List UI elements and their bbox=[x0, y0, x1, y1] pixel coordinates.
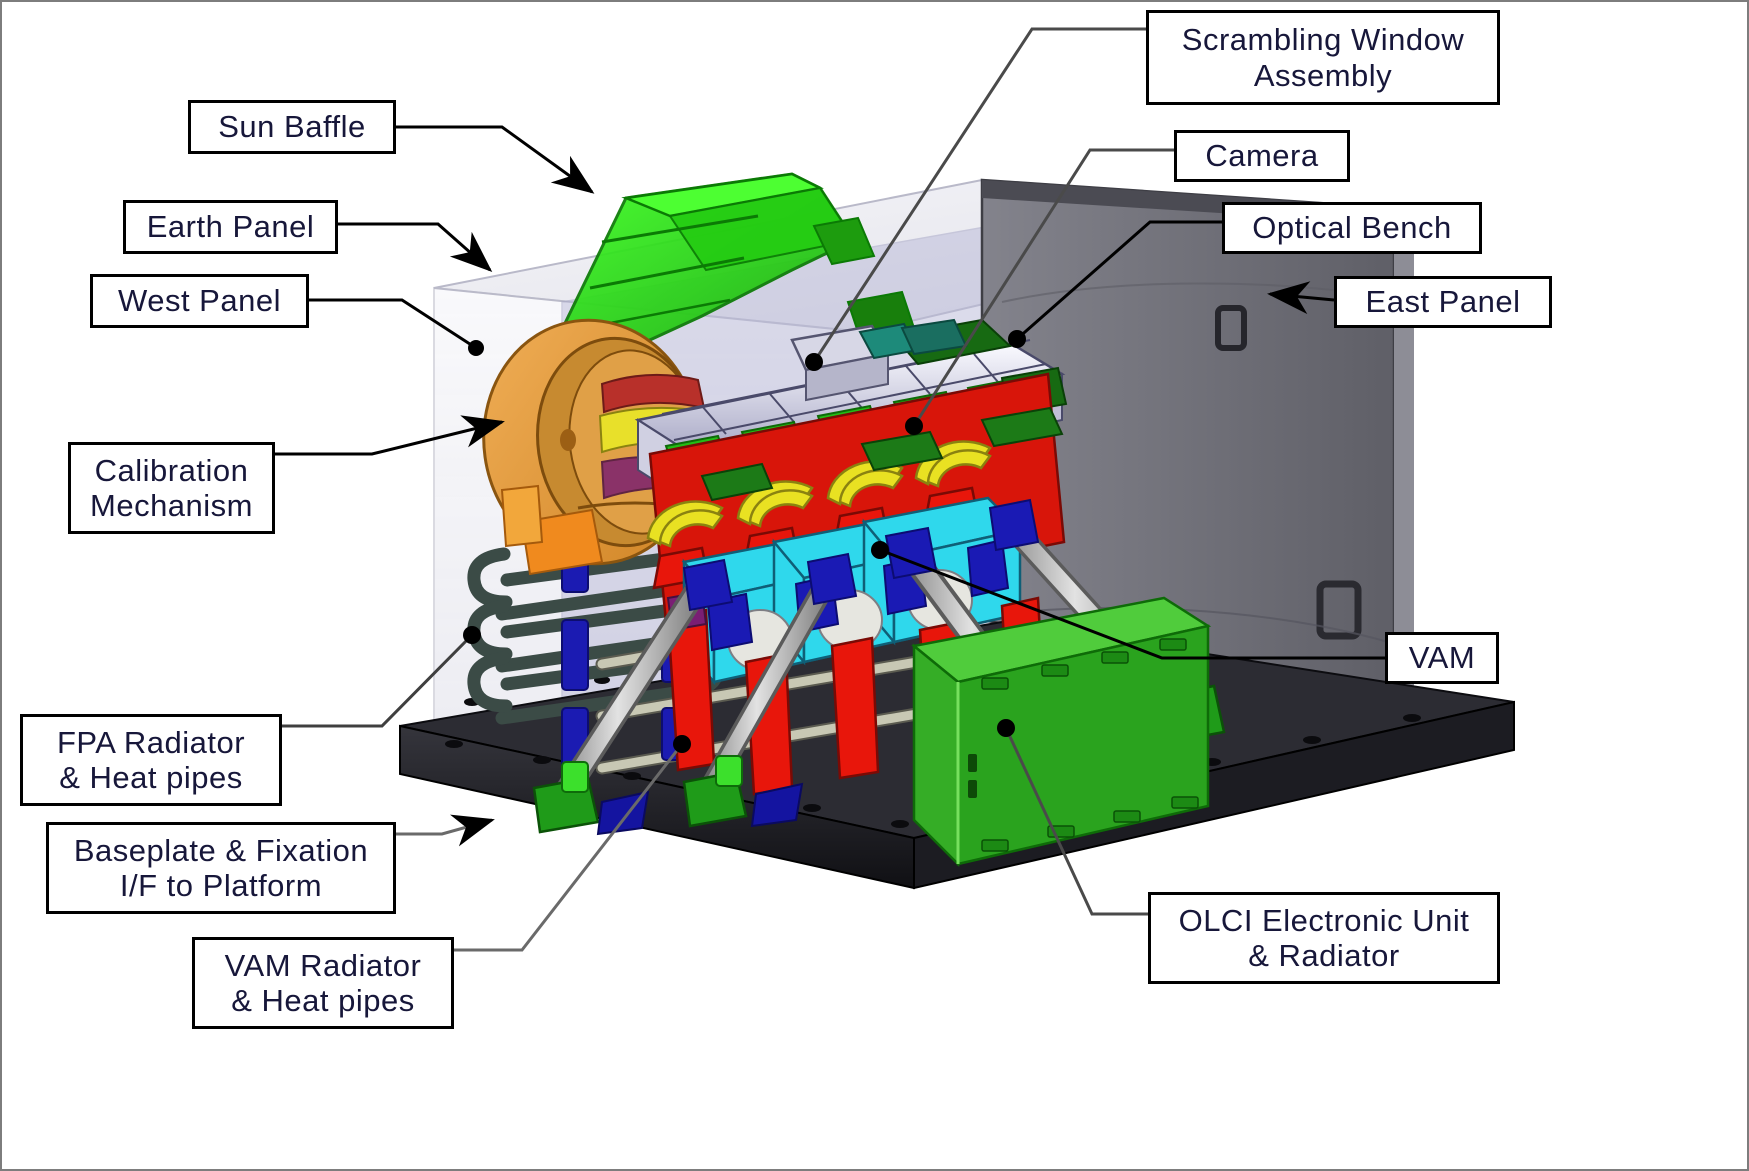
east-panel-cutout-upper bbox=[1215, 305, 1247, 351]
leader-lines bbox=[275, 27, 1385, 952]
callout-earth-panel[interactable]: Earth Panel bbox=[123, 200, 338, 254]
electronic-unit-connectors bbox=[968, 754, 977, 798]
callout-sun-baffle[interactable]: Sun Baffle bbox=[188, 100, 396, 154]
callout-vam-radiator[interactable]: VAM Radiator & Heat pipes bbox=[192, 937, 454, 1029]
scrambling-window-assembly bbox=[790, 318, 968, 402]
leader-sun-baffle bbox=[396, 125, 595, 194]
leader-earth-panel bbox=[338, 222, 493, 272]
east-panel-scribe-line bbox=[1001, 606, 1389, 643]
east-panel-cutout-lower bbox=[1316, 580, 1362, 640]
leader-east-panel bbox=[1267, 281, 1335, 315]
leader-camera bbox=[912, 148, 1174, 427]
baseplate-right-face bbox=[913, 700, 1515, 890]
leader-west-panel bbox=[309, 298, 477, 350]
callout-calibration-mechanism[interactable]: Calibration Mechanism bbox=[68, 442, 275, 534]
leader-calibration bbox=[275, 415, 505, 456]
leader-olci-electronic-unit bbox=[1004, 727, 1148, 916]
callout-east-panel[interactable]: East Panel bbox=[1334, 276, 1552, 328]
leader-vam-radiator bbox=[454, 743, 684, 952]
leader-baseplate bbox=[396, 814, 495, 847]
leader-scrambling-window bbox=[812, 27, 1146, 363]
leader-fpa-radiator bbox=[282, 633, 474, 728]
leader-optical-bench bbox=[1016, 220, 1222, 341]
callout-olci-electronic-unit[interactable]: OLCI Electronic Unit & Radiator bbox=[1148, 892, 1500, 984]
callout-fpa-radiator[interactable]: FPA Radiator & Heat pipes bbox=[20, 714, 282, 806]
callout-optical-bench[interactable]: Optical Bench bbox=[1222, 202, 1482, 254]
east-panel-pillar bbox=[1394, 208, 1414, 696]
callout-baseplate-fixation[interactable]: Baseplate & Fixation I/F to Platform bbox=[46, 822, 396, 914]
callout-camera[interactable]: Camera bbox=[1174, 130, 1350, 182]
camera-green-caps bbox=[700, 406, 1064, 502]
strut-top-joints bbox=[682, 498, 1040, 612]
callout-west-panel[interactable]: West Panel bbox=[90, 274, 309, 328]
callout-scrambling-window-assembly[interactable]: Scrambling Window Assembly bbox=[1146, 10, 1500, 105]
leader-vam bbox=[879, 548, 1385, 660]
olci-electronic-unit bbox=[911, 596, 1212, 868]
callout-vam[interactable]: VAM bbox=[1385, 632, 1499, 684]
